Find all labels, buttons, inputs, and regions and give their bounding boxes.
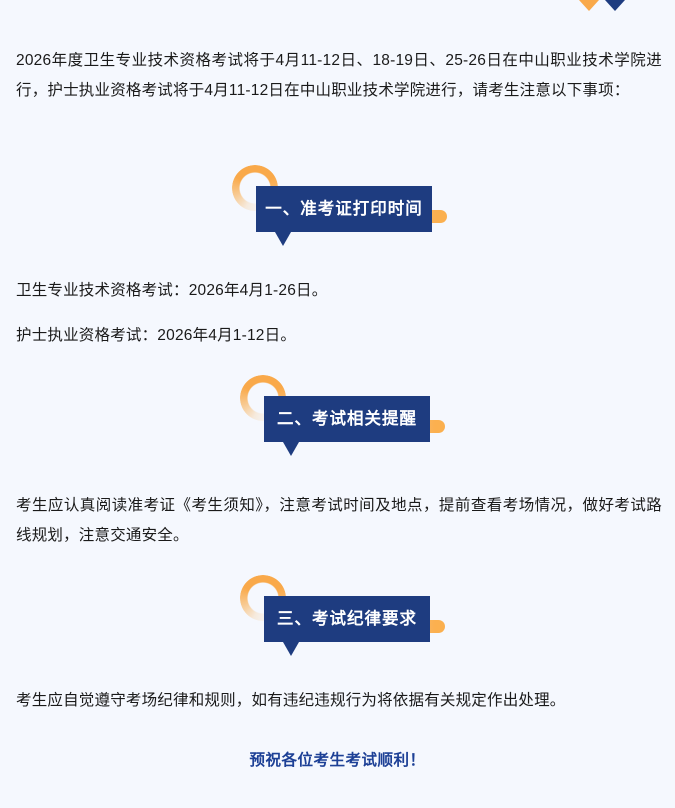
section-badge-2: 二、考试相关提醒 — [0, 360, 675, 456]
footer-wish-text: 预祝各位考生考试顺利！ — [249, 752, 426, 769]
section-2-paragraph-1: 考生应认真阅读准考证《考生须知》，注意考试时间及地点，提前查看考场情况，做好考试… — [16, 496, 662, 544]
section-3-badge-label: 三、考试纪律要求 — [277, 609, 417, 628]
intro-paragraph: 2026年度卫生专业技术资格考试将于4月11-12日、18-19日、25-26日… — [16, 51, 662, 99]
diamond-gem-orange-icon — [578, 0, 600, 12]
section-3-paragraph-1: 考生应自觉遵守考场纪律和规则，如有违纪违规行为将依据有关规定作出处理。 — [16, 691, 566, 709]
section-badge-1: 一、准考证打印时间 — [0, 150, 675, 246]
section-1-badge-box: 一、准考证打印时间 — [256, 186, 432, 232]
section-2-badge-label: 二、考试相关提醒 — [277, 409, 417, 428]
section-badge-3: 三、考试纪律要求 — [0, 560, 675, 656]
section-1-badge-label: 一、准考证打印时间 — [265, 199, 423, 218]
badge-pointer-icon — [283, 442, 299, 456]
badge-pointer-icon — [275, 232, 291, 246]
section-1-paragraph-2: 护士执业资格考试：2026年4月1-12日。 — [16, 326, 297, 344]
badge-pointer-icon — [283, 642, 299, 656]
section-1-paragraph-1: 卫生专业技术资格考试：2026年4月1-26日。 — [16, 281, 328, 299]
top-decoration-row — [0, 0, 675, 14]
section-3-badge-box: 三、考试纪律要求 — [264, 596, 430, 642]
section-2-badge-box: 二、考试相关提醒 — [264, 396, 430, 442]
diamond-gem-navy-icon — [604, 0, 626, 12]
